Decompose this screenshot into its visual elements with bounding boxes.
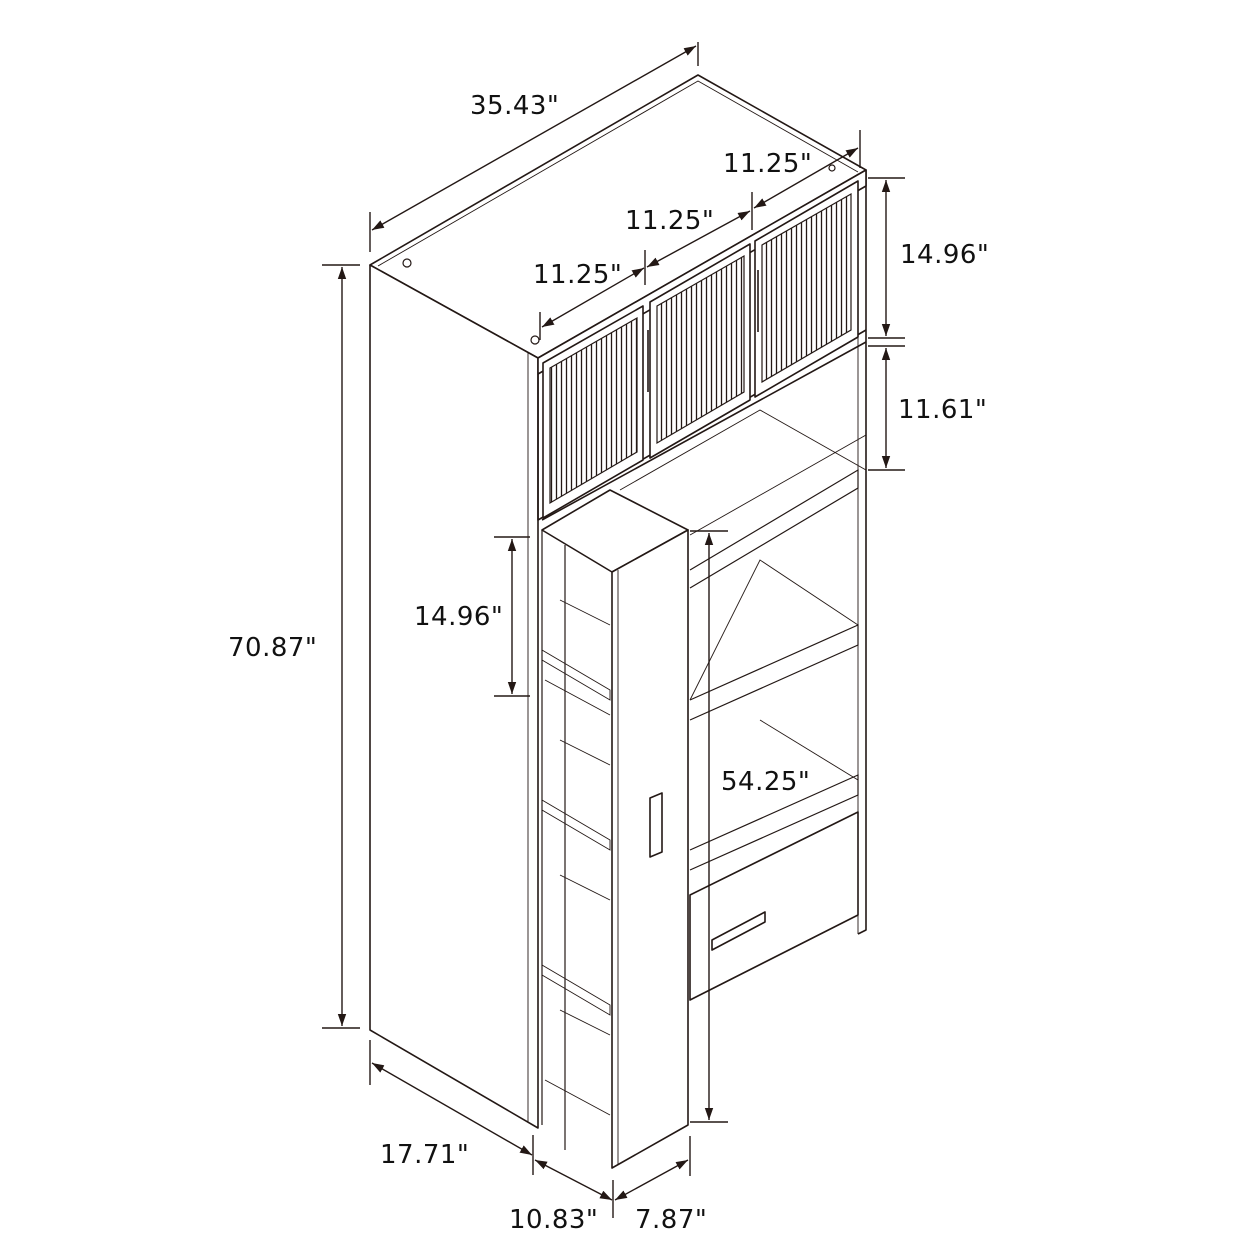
glass-door-left[interactable] <box>542 305 644 519</box>
pullout-pantry[interactable] <box>541 489 689 1169</box>
bottom-drawer[interactable] <box>689 811 859 1001</box>
glass-door-middle[interactable] <box>647 243 751 459</box>
dowel-hole <box>402 258 412 268</box>
label-pullout-shelf-spacing: 14.96" <box>414 602 503 632</box>
left-side-panel <box>369 264 539 1129</box>
glass-door-right[interactable] <box>754 180 859 398</box>
label-upper-cabinet-height: 14.96" <box>900 240 989 270</box>
pullout-handle[interactable] <box>649 792 663 858</box>
label-door-width-3: 11.25" <box>723 149 812 179</box>
label-pullout-height: 54.25" <box>721 767 810 797</box>
pullout-shelves <box>541 599 611 1116</box>
label-pullout-width: 7.87" <box>635 1205 707 1235</box>
label-door-width-1: 11.25" <box>533 260 622 290</box>
dowel-hole <box>530 335 540 345</box>
label-overall-depth: 17.71" <box>380 1140 469 1170</box>
label-open-shelf-height: 11.61" <box>898 395 987 425</box>
label-pullout-depth: 10.83" <box>509 1205 598 1235</box>
label-overall-width: 35.43" <box>470 91 559 121</box>
label-door-width-2: 11.25" <box>625 206 714 236</box>
dimension-lines <box>322 42 905 1218</box>
open-shelves <box>619 409 867 1001</box>
label-overall-height: 70.87" <box>228 633 317 663</box>
